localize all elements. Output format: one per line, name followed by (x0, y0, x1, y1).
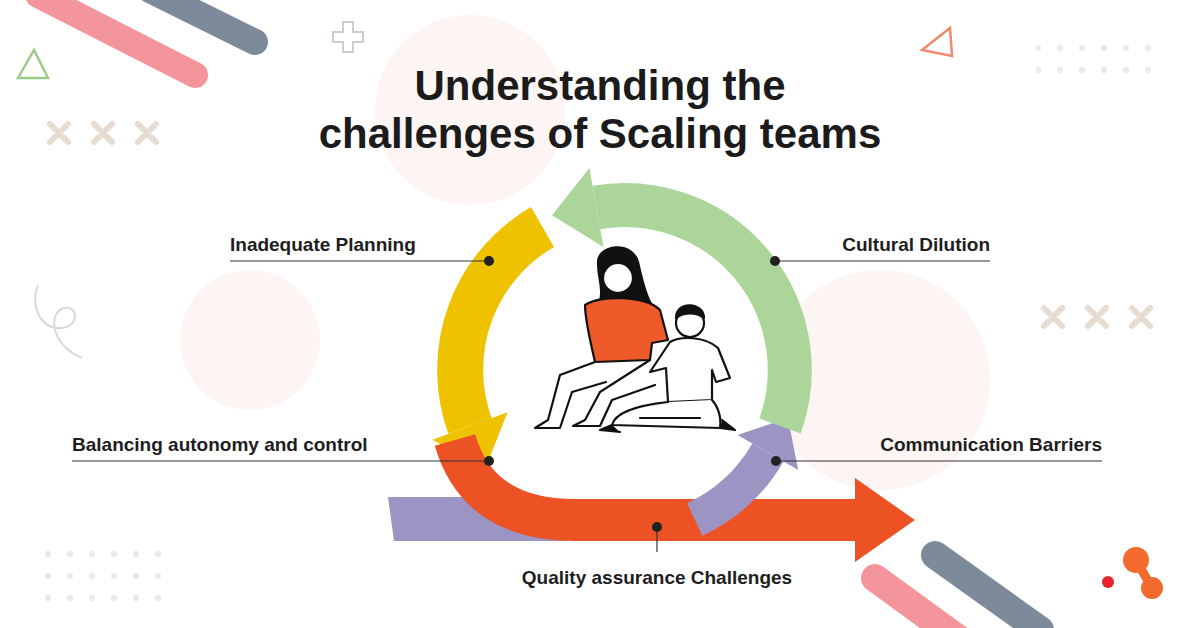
red-arrowhead (855, 478, 915, 562)
challenge-label: Cultural Dilution (842, 233, 990, 257)
deco-triangle (18, 50, 48, 78)
red-arrow (455, 440, 860, 520)
challenge-label: Quality assurance Challenges (522, 566, 792, 590)
challenge-label: Inadequate Planning (230, 233, 416, 257)
challenge-label: Balancing autonomy and control (72, 433, 368, 457)
deco-bar (875, 578, 960, 628)
logo (1102, 547, 1163, 599)
dot-grid (1036, 36, 1156, 88)
dot-grid (36, 540, 168, 606)
leader-lines (72, 261, 1102, 552)
green-arrowhead (552, 168, 603, 247)
deco-curl (35, 285, 82, 358)
bg-blob (180, 270, 320, 410)
people-illustration (535, 247, 735, 432)
purple-arrow (695, 453, 768, 520)
plus-sign (333, 22, 363, 52)
challenge-label: Communication Barriers (880, 433, 1102, 457)
leader-dots (484, 256, 781, 532)
deco-bar (150, 0, 255, 42)
yellow-arrow (460, 227, 542, 426)
deco-triangle (922, 28, 952, 56)
title: Understanding the challenges of Scaling … (190, 62, 1010, 158)
